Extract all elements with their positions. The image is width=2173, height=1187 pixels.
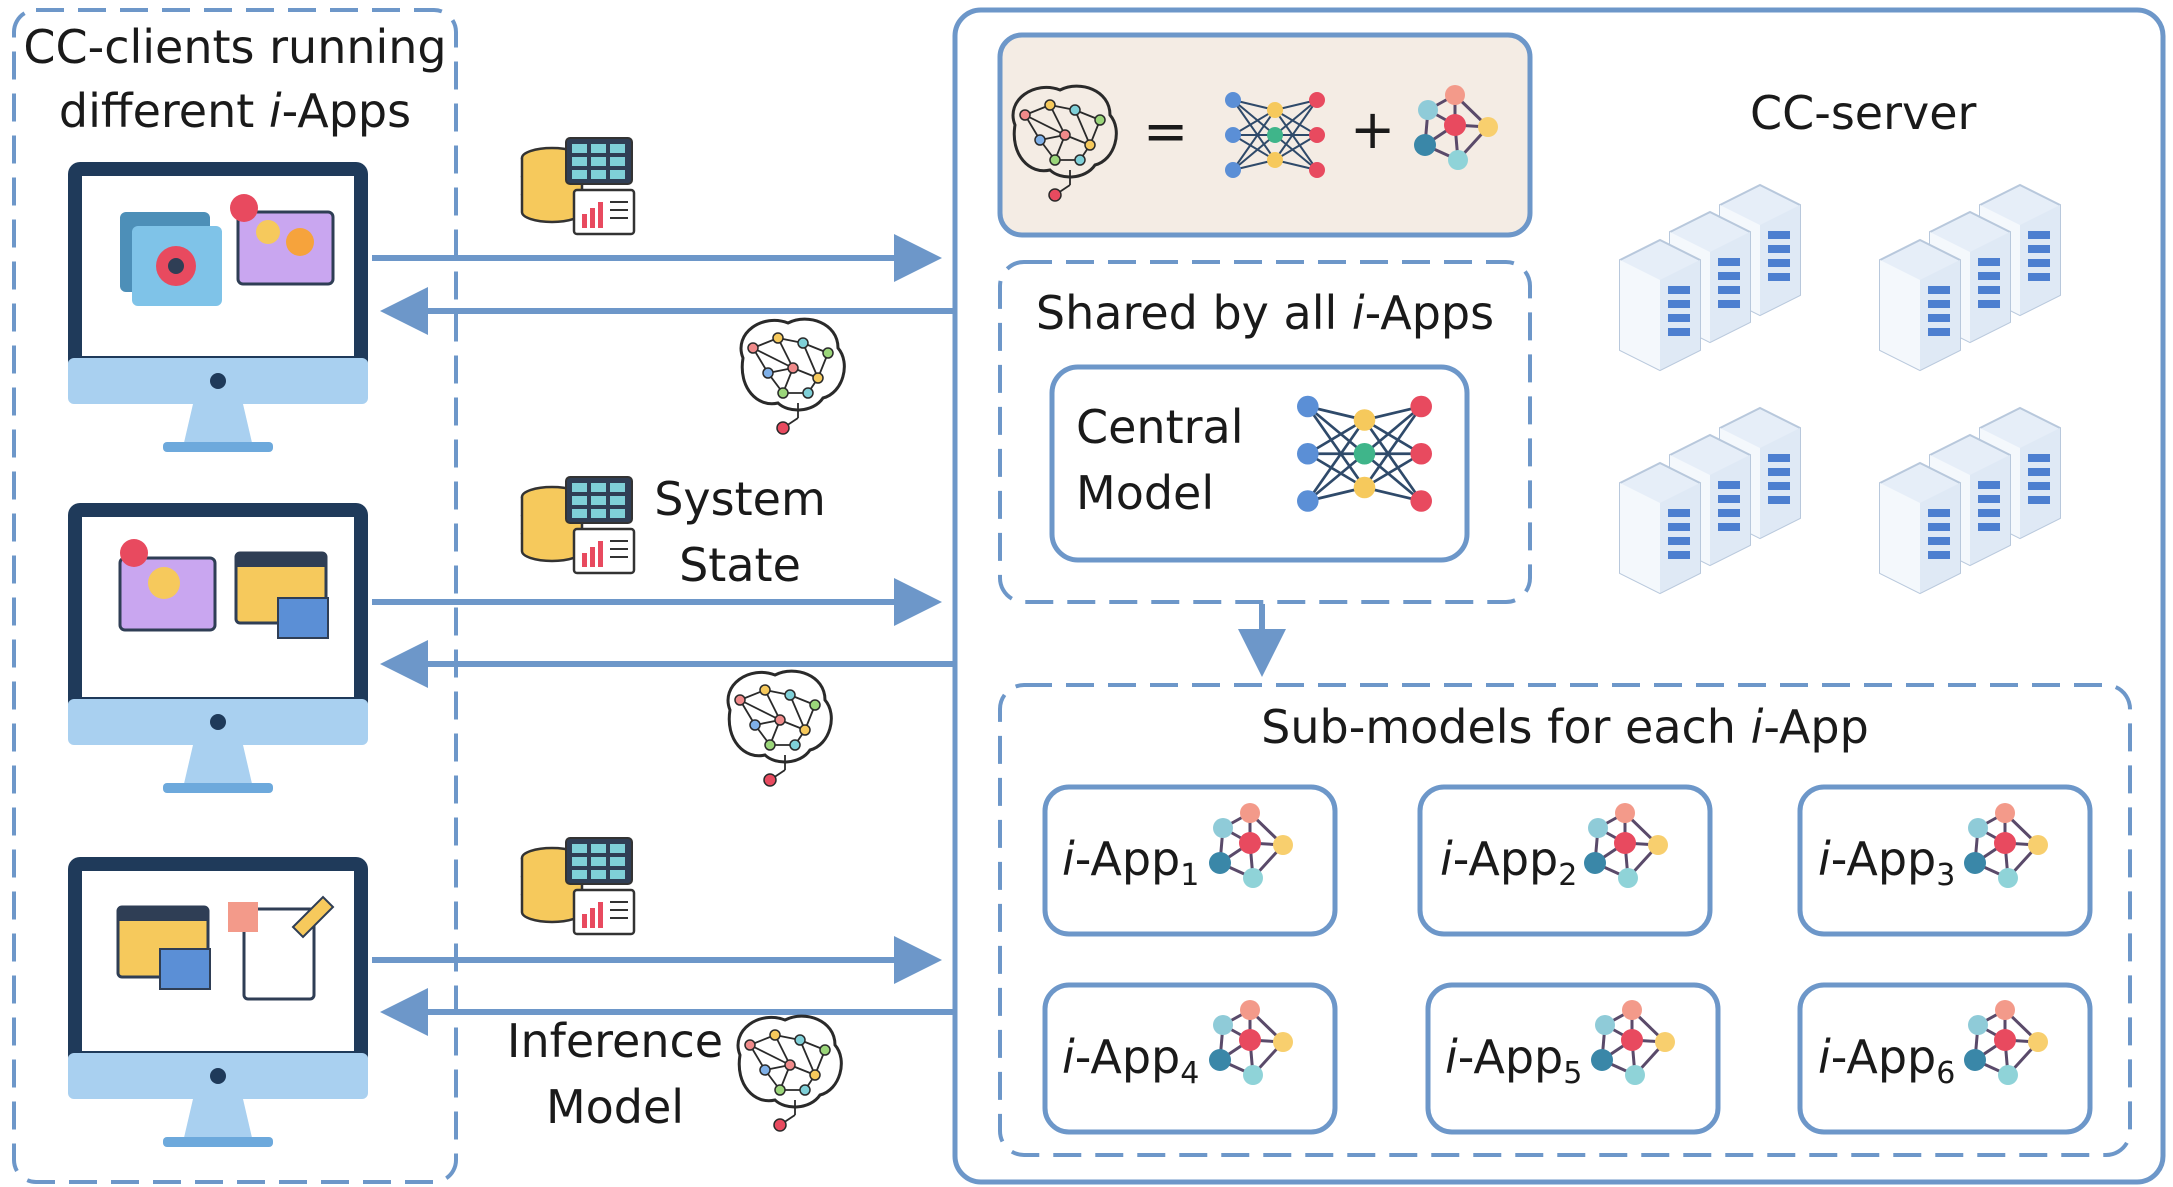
app2-name: -App (1452, 832, 1559, 886)
submodels-box-title: Sub-models for each i-App (1000, 700, 2130, 755)
clients-title-suffix: -Apps (281, 84, 412, 138)
app3-name: -App (1830, 832, 1937, 886)
system-state-label-line1: System (654, 472, 826, 526)
app3-italic: i (1818, 832, 1831, 886)
server-panel-frame (952, 7, 2166, 1185)
app1-italic: i (1062, 832, 1075, 886)
app4-italic: i (1062, 1030, 1075, 1084)
shared-box-frame (998, 260, 1532, 604)
clients-title-prefix: different (58, 84, 269, 138)
equation-equals: = (1143, 100, 1189, 163)
app1-sub: 1 (1180, 858, 1200, 894)
app6-name: -App (1830, 1030, 1937, 1084)
system-state-label-line2: State (679, 538, 801, 592)
submodels-box-frame (998, 683, 2132, 1157)
client-monitor-3-icon (68, 857, 368, 1147)
app5-name: -App (1457, 1030, 1564, 1084)
app6-italic: i (1818, 1030, 1831, 1084)
app2-sub: 2 (1558, 858, 1578, 894)
clients-panel-title-line2: different i-Apps (14, 84, 456, 139)
app3-sub: 3 (1936, 858, 1956, 894)
clients-title-italic: i (268, 84, 282, 138)
neural-network-icon-equation (1224, 91, 1326, 179)
submodel-label-4: i-App4 (1062, 1030, 1199, 1091)
shared-title-suffix: -Apps (1364, 286, 1495, 340)
client-monitor-2-icon (68, 503, 368, 793)
database-stack-icon-1 (520, 136, 636, 236)
submodel-label-6: i-App6 (1818, 1030, 1955, 1091)
submodels-title-suffix: -App (1763, 700, 1869, 754)
client-monitor-1-icon (68, 162, 368, 452)
neural-brain-icon-1 (739, 317, 846, 436)
database-stack-icon-2 (520, 475, 636, 575)
shared-box-title: Shared by all i-Apps (1000, 286, 1530, 341)
app1-name: -App (1074, 832, 1181, 886)
submodels-title-prefix: Sub-models for each (1261, 700, 1751, 754)
submodel-label-5: i-App5 (1445, 1030, 1582, 1091)
app4-name: -App (1074, 1030, 1181, 1084)
server-rack-group-1 (1619, 184, 1801, 371)
database-stack-icon-3 (520, 836, 636, 936)
app5-italic: i (1445, 1030, 1458, 1084)
equation-plus: + (1350, 98, 1396, 161)
central-model-label-line2: Model (1076, 466, 1215, 520)
neural-brain-icon-2 (726, 669, 833, 788)
central-model-label-line1: Central (1076, 400, 1244, 454)
clients-panel-title-line1: CC-clients running (23, 20, 447, 74)
submodels-title-italic: i (1750, 700, 1764, 754)
submodel-label-3: i-App3 (1818, 832, 1955, 893)
shared-title-italic: i (1351, 286, 1365, 340)
submodel-label-1: i-App1 (1062, 832, 1199, 893)
submodel-label-2: i-App2 (1440, 832, 1577, 893)
app2-italic: i (1440, 832, 1453, 886)
app6-sub: 6 (1936, 1056, 1956, 1092)
server-title: CC-server (1750, 86, 1977, 140)
server-rack-group-2 (1879, 184, 2061, 371)
inference-model-label-line1: Inference (506, 1014, 724, 1068)
app5-sub: 5 (1563, 1056, 1583, 1092)
central-neural-network-icon (1295, 394, 1434, 514)
shared-title-prefix: Shared by all (1035, 286, 1352, 340)
server-rack-group-4 (1879, 407, 2061, 594)
app4-sub: 4 (1180, 1056, 1200, 1092)
inference-model-label-line2: Model (545, 1080, 685, 1134)
server-rack-group-3 (1619, 407, 1801, 594)
neural-brain-icon-3 (736, 1014, 843, 1133)
